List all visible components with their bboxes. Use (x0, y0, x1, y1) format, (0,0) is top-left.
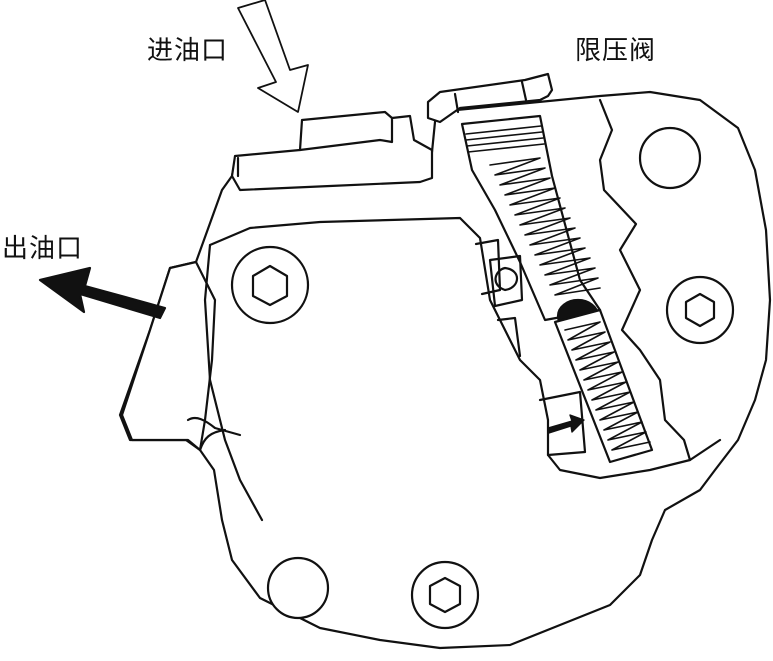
valve-bolt-face (453, 80, 528, 114)
outlet-arm (120, 260, 217, 452)
bolt-right (665, 275, 735, 345)
inlet-block (230, 114, 434, 192)
inlet-label: 进油口 (147, 36, 229, 66)
valve-bolt-head (426, 72, 554, 124)
right-section (598, 98, 692, 462)
flow-arrow-icon (547, 414, 585, 434)
outlet-arrow-icon (38, 266, 167, 320)
bolt-top-right (638, 126, 702, 190)
valve-spring-upper (489, 157, 601, 296)
relief-valve-label: 限压阀 (575, 36, 657, 66)
bolt-left (230, 245, 310, 325)
valve-spring-lower (564, 321, 651, 451)
bolt-bottom (410, 560, 480, 630)
inlet-flange (236, 110, 394, 178)
left-plate (203, 216, 722, 522)
bolt-bottom-left (266, 556, 330, 620)
inlet-arrow-icon (237, 0, 309, 113)
valve-threads (465, 125, 545, 153)
notch-detail (186, 416, 242, 452)
outlet-label: 出油口 (2, 234, 84, 264)
